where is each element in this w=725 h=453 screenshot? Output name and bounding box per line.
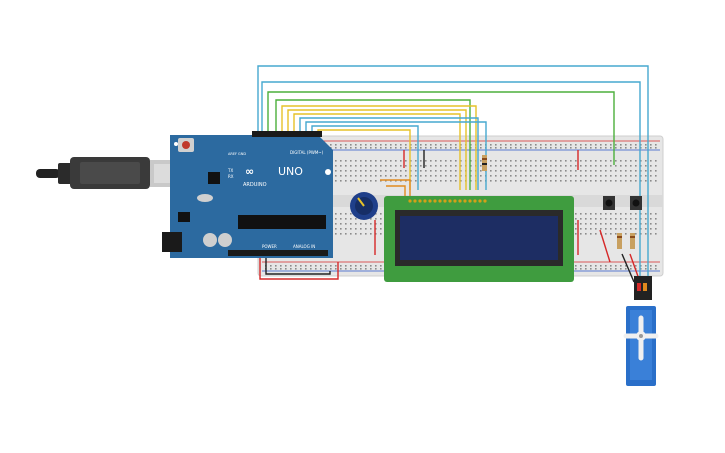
usb-cable-icon xyxy=(36,157,180,189)
lcd-display xyxy=(384,196,574,282)
power-header-label: POWER xyxy=(262,244,277,249)
arduino-uno-board: ∞ UNO ARDUINO DIGITAL (PWM~) POWER ANALO… xyxy=(162,131,333,258)
gnd-label: GND xyxy=(238,152,246,156)
analog-header-label: ANALOG IN xyxy=(293,244,315,249)
tx-label: TX xyxy=(227,168,233,173)
potentiometer-icon xyxy=(350,192,378,220)
board-brand-logo: ∞ xyxy=(245,165,254,178)
wires xyxy=(257,65,649,285)
board-brand-label: ARDUINO xyxy=(243,182,267,188)
digital-header-label: DIGITAL (PWM~) xyxy=(290,150,324,155)
resistors xyxy=(482,155,635,249)
servo-motor-icon xyxy=(623,276,659,386)
board-model-label: UNO xyxy=(278,165,303,178)
rx-label: RX xyxy=(228,174,234,179)
push-buttons xyxy=(603,196,642,210)
aref-label: AREF xyxy=(228,152,237,156)
